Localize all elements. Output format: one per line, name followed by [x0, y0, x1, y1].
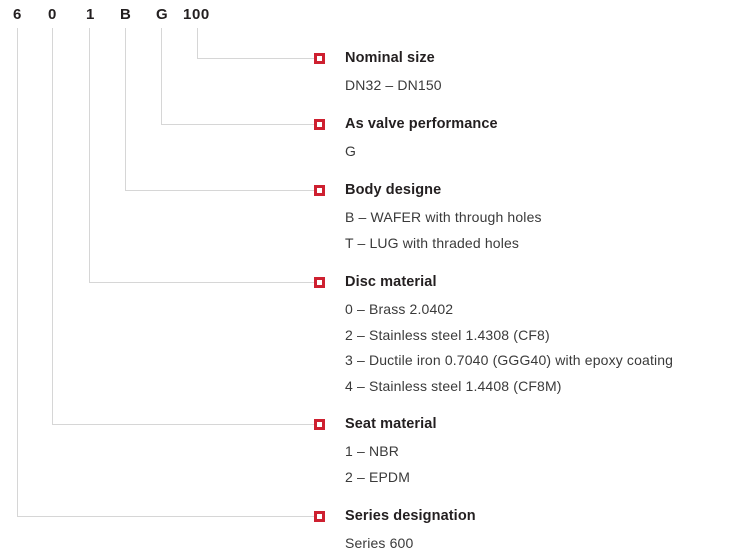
leader-line-vertical-series	[17, 28, 18, 516]
entry-value: 4 – Stainless steel 1.4408 (CF8M)	[345, 377, 562, 394]
leader-line-horizontal-disc	[89, 282, 314, 283]
entry-value: DN32 – DN150	[345, 77, 442, 93]
entry-values-seat: 1 – NBR 2 – EPDM	[345, 439, 437, 490]
entry-value: B – WAFER with through holes	[345, 209, 542, 225]
marker-disc	[314, 277, 325, 288]
leader-line-horizontal-seat	[52, 424, 314, 425]
entry-value: 1 – NBR	[345, 443, 399, 459]
leader-line-horizontal-performance	[161, 124, 314, 125]
entry-title-disc: Disc material	[345, 274, 437, 290]
leader-line-horizontal-nominal	[197, 58, 314, 59]
marker-seat	[314, 419, 325, 430]
leader-line-horizontal-body	[125, 190, 314, 191]
leader-line-vertical-body	[125, 28, 126, 190]
entry-body: Body designe B – WAFER with through holes…	[345, 182, 542, 256]
entry-values-series: Series 600	[345, 531, 476, 557]
entry-disc: Disc material 0 – Brass 2.0402 2 – Stainle…	[345, 274, 673, 399]
entry-value: 2 – Stainless steel 1.4308 (CF8)	[345, 326, 550, 343]
code-char-nominal: 100	[183, 6, 210, 23]
leader-line-horizontal-series	[17, 516, 314, 517]
entry-values-nominal: DN32 – DN150	[345, 73, 442, 99]
entry-title-performance: As valve performance	[345, 116, 498, 132]
entry-title-seat: Seat material	[345, 416, 437, 432]
entry-values-body: B – WAFER with through holes T – LUG with…	[345, 205, 542, 256]
entry-value: G	[345, 143, 357, 159]
leader-line-vertical-nominal	[197, 28, 198, 58]
code-char-disc: 1	[86, 6, 95, 23]
entry-value: T – LUG with thraded holes	[345, 234, 520, 251]
code-char-seat: 0	[48, 6, 57, 23]
marker-series	[314, 511, 325, 522]
entry-value: 2 – EPDM	[345, 468, 410, 485]
leader-line-vertical-seat	[52, 28, 53, 424]
code-char-series: 6	[13, 6, 22, 23]
entry-value: Series 600	[345, 535, 414, 551]
marker-performance	[314, 119, 325, 130]
entry-value: 0 – Brass 2.0402	[345, 301, 454, 317]
entry-title-series: Series designation	[345, 508, 476, 524]
entry-value: 3 – Ductile iron 0.7040 (GGG40) with epo…	[345, 352, 674, 368]
entry-values-disc: 0 – Brass 2.0402 2 – Stainless steel 1.43…	[345, 297, 673, 399]
entry-seat: Seat material 1 – NBR 2 – EPDM	[345, 416, 437, 490]
entry-values-performance: G	[345, 139, 498, 165]
product-code-row: 6 0 1 B G 100	[0, 0, 742, 28]
entry-title-body: Body designe	[345, 182, 442, 198]
leader-line-vertical-disc	[89, 28, 90, 282]
leader-line-vertical-performance	[161, 28, 162, 124]
marker-body	[314, 185, 325, 196]
code-char-performance: G	[156, 6, 169, 23]
entry-title-nominal: Nominal size	[345, 50, 435, 66]
marker-nominal	[314, 53, 325, 64]
code-char-body: B	[120, 6, 132, 23]
